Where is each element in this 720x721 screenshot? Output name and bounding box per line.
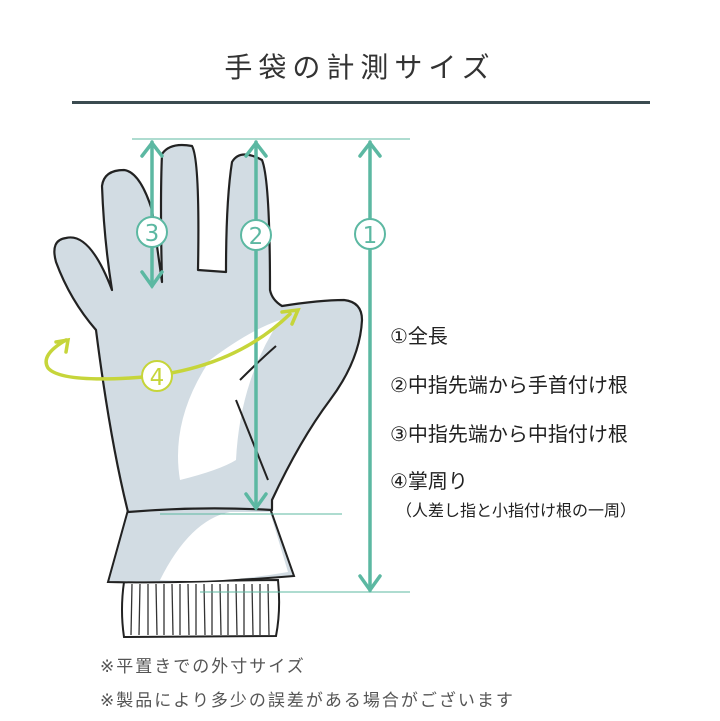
measure-arrow-3 (140, 140, 164, 290)
legend-item-4-note: （人差し指と小指付け根の一周） (396, 501, 637, 520)
glove-knit-cuff (121, 578, 281, 639)
page-title: 手袋の計測サイズ (224, 51, 496, 84)
svg-text:2: 2 (249, 224, 264, 250)
measure-arrow-2 (244, 140, 268, 512)
marker-3: 3 (136, 216, 168, 248)
measure-arrow-1 (358, 140, 382, 594)
legend-item-3: ③中指先端から中指付け根 (390, 422, 628, 446)
glove-hand (53, 143, 364, 514)
legend-item-4: ④掌周り (390, 469, 468, 493)
note-flat-measure: ※平置きでの外寸サイズ (100, 657, 306, 677)
circumference-arrow-4 (44, 307, 301, 381)
title-divider (72, 101, 650, 104)
marker-1: 1 (354, 218, 386, 250)
note-tolerance: ※製品により多少の誤差がある場合がございます (100, 691, 515, 711)
legend-item-2: ②中指先端から手首付け根 (390, 373, 628, 397)
svg-text:1: 1 (363, 223, 378, 249)
svg-text:3: 3 (145, 221, 160, 247)
marker-2: 2 (240, 219, 272, 251)
measure-guides (132, 138, 410, 593)
legend-item-1: ①全長 (390, 324, 448, 348)
svg-text:4: 4 (150, 365, 165, 391)
marker-4: 4 (141, 360, 173, 392)
